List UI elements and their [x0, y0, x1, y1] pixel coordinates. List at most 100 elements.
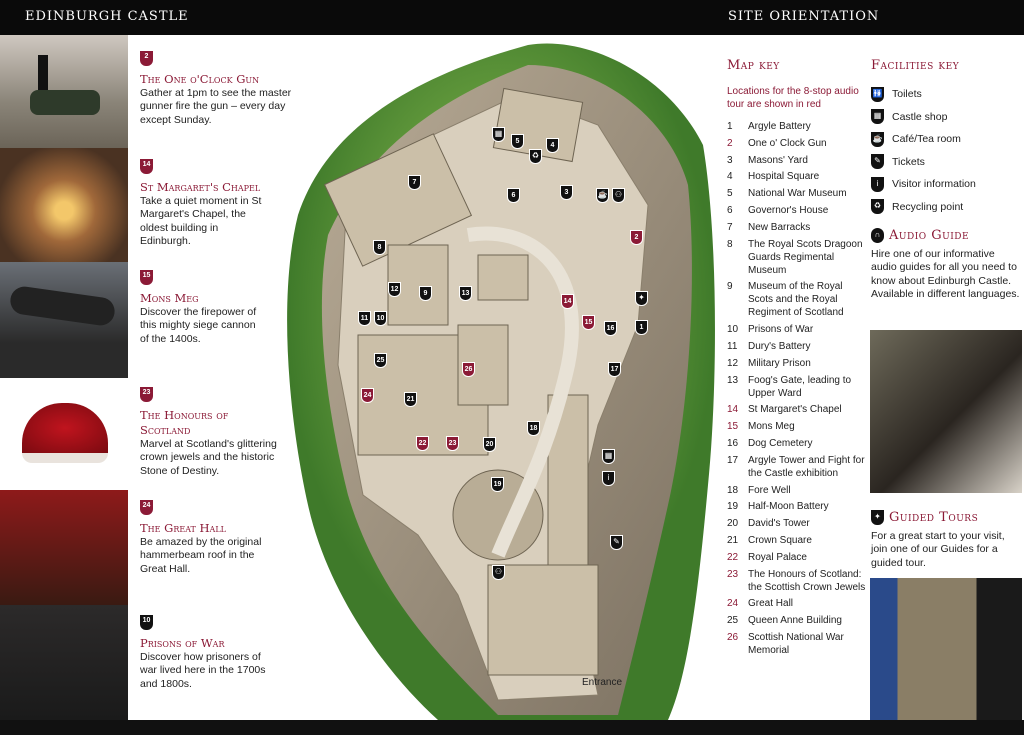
- prisons-of-war-photo: [0, 605, 128, 720]
- map-marker-7[interactable]: 7: [408, 175, 421, 190]
- toilets-icon: 🚻: [871, 86, 884, 102]
- map-key-number: 25: [727, 615, 739, 627]
- tickets-icon[interactable]: ✎: [610, 535, 623, 550]
- highlight-title: The Honours of Scotland: [140, 408, 229, 437]
- highlight-title: St Margaret's Chapel: [140, 180, 261, 194]
- section-title: SITE ORIENTATION: [728, 9, 880, 24]
- highlight-st-margarets-chapel: 14 St Margaret's Chapel Take a quiet mom…: [140, 153, 305, 248]
- header-bar: EDINBURGH CASTLE SITE ORIENTATION: [0, 0, 1024, 35]
- one-oclock-gun-photo: [0, 35, 128, 148]
- shop-icon[interactable]: ▦: [602, 449, 615, 464]
- tickets-icon: ✎: [871, 154, 884, 170]
- map-marker-5[interactable]: 5: [511, 134, 524, 149]
- map-marker-10[interactable]: 10: [374, 311, 387, 326]
- highlight-title: Mons Meg: [140, 291, 199, 305]
- toilets-icon[interactable]: ⚇: [612, 188, 625, 203]
- map-marker-15[interactable]: 15: [582, 315, 595, 330]
- headphones-icon: ∩: [871, 228, 884, 243]
- map-marker-25[interactable]: 25: [374, 353, 387, 368]
- map-key-label: Argyle Battery: [748, 121, 811, 132]
- recycling-icon[interactable]: ♻: [529, 149, 542, 164]
- map-key-label: New Barracks: [748, 221, 811, 233]
- recycling-icon: ♻: [871, 199, 884, 215]
- map-key-item: 13 Foog's Gate, leading to Upper Ward: [727, 374, 867, 400]
- map-marker-2[interactable]: 2: [630, 230, 643, 245]
- map-key-label: Prisons of War: [748, 324, 814, 336]
- map-marker-1[interactable]: 1: [635, 320, 648, 335]
- map-key-label: Half-Moon Battery: [748, 501, 829, 513]
- map-marker-18[interactable]: 18: [527, 421, 540, 436]
- visitor-information-icon[interactable]: i: [602, 471, 615, 486]
- guided-tours-heading: ✦ Guided Tours: [871, 510, 978, 525]
- cafe-icon[interactable]: ☕: [596, 188, 609, 203]
- map-marker-6[interactable]: 6: [507, 188, 520, 203]
- map-marker-4[interactable]: 4: [546, 138, 559, 153]
- map-key-number: 20: [727, 518, 739, 530]
- map-marker-20[interactable]: 20: [483, 437, 496, 452]
- map-marker-16[interactable]: 16: [604, 321, 617, 336]
- map-key-label: Governor's House: [748, 204, 829, 216]
- map-marker-23[interactable]: 23: [446, 436, 459, 451]
- map-key-label: The Royal Scots Dragoon Guards Regimenta…: [748, 238, 863, 276]
- stop-badge: 23: [140, 387, 153, 402]
- map-marker-8[interactable]: 8: [373, 240, 386, 255]
- footer-bar: [0, 720, 1024, 735]
- map-key-label: Hospital Square: [748, 171, 820, 183]
- map-key-number: 16: [727, 437, 739, 449]
- map-key-label: Military Prison: [748, 357, 811, 369]
- highlight-title: The One o'Clock Gun: [140, 72, 260, 86]
- castle-shop-icon: ▦: [871, 109, 884, 125]
- stop-badge: 15: [140, 270, 153, 285]
- highlight-title: The Great Hall: [140, 521, 226, 535]
- map-marker-12[interactable]: 12: [388, 282, 401, 297]
- map-marker-17[interactable]: 17: [608, 362, 621, 377]
- map-key-number: 6: [727, 204, 733, 216]
- mons-meg-photo: [0, 262, 128, 378]
- map-marker-14[interactable]: 14: [561, 294, 574, 309]
- highlight-text: Be amazed by the original hammerbeam roo…: [140, 536, 262, 575]
- map-key-label: Queen Anne Building: [748, 615, 842, 627]
- map-marker-13[interactable]: 13: [459, 286, 472, 301]
- map-key-number: 22: [727, 551, 739, 563]
- highlight-text: Marvel at Scotland's glittering crown je…: [140, 438, 277, 477]
- audio-guide-title: Audio Guide: [889, 228, 970, 243]
- map-key-label: Great Hall: [748, 598, 794, 610]
- map-marker-26[interactable]: 26: [462, 362, 475, 377]
- map-marker-9[interactable]: 9: [419, 286, 432, 301]
- map-marker-22[interactable]: 22: [416, 436, 429, 451]
- map-key-label: St Margaret's Chapel: [748, 404, 842, 416]
- toilets-icon[interactable]: ⚇: [492, 565, 505, 580]
- highlight-mons-meg: 15 Mons Meg Discover the firepower of th…: [140, 264, 305, 346]
- map-marker-21[interactable]: 21: [404, 392, 417, 407]
- castle-shop-icon[interactable]: ▦: [492, 127, 505, 142]
- facility-item: ♻Recycling point: [871, 196, 1021, 219]
- map-key: Map key Locations for the 8-stop audio t…: [727, 58, 867, 661]
- facility-label: Tickets: [892, 155, 925, 168]
- stop-badge: 2: [140, 51, 153, 66]
- stop-badge: 24: [140, 500, 153, 515]
- guided-tours-icon: ✦: [871, 510, 884, 525]
- map-marker-19[interactable]: 19: [491, 477, 504, 492]
- map-marker-24[interactable]: 24: [361, 388, 374, 403]
- map-marker-3[interactable]: 3: [560, 185, 573, 200]
- guided-tours-icon[interactable]: ✦: [635, 291, 648, 306]
- audio-guide-photo: [870, 330, 1022, 493]
- map-key-label: Royal Palace: [748, 551, 807, 563]
- map-marker-11[interactable]: 11: [358, 311, 371, 326]
- map-key-number: 13: [727, 374, 739, 386]
- map-key-label: Foog's Gate, leading to Upper Ward: [748, 374, 852, 399]
